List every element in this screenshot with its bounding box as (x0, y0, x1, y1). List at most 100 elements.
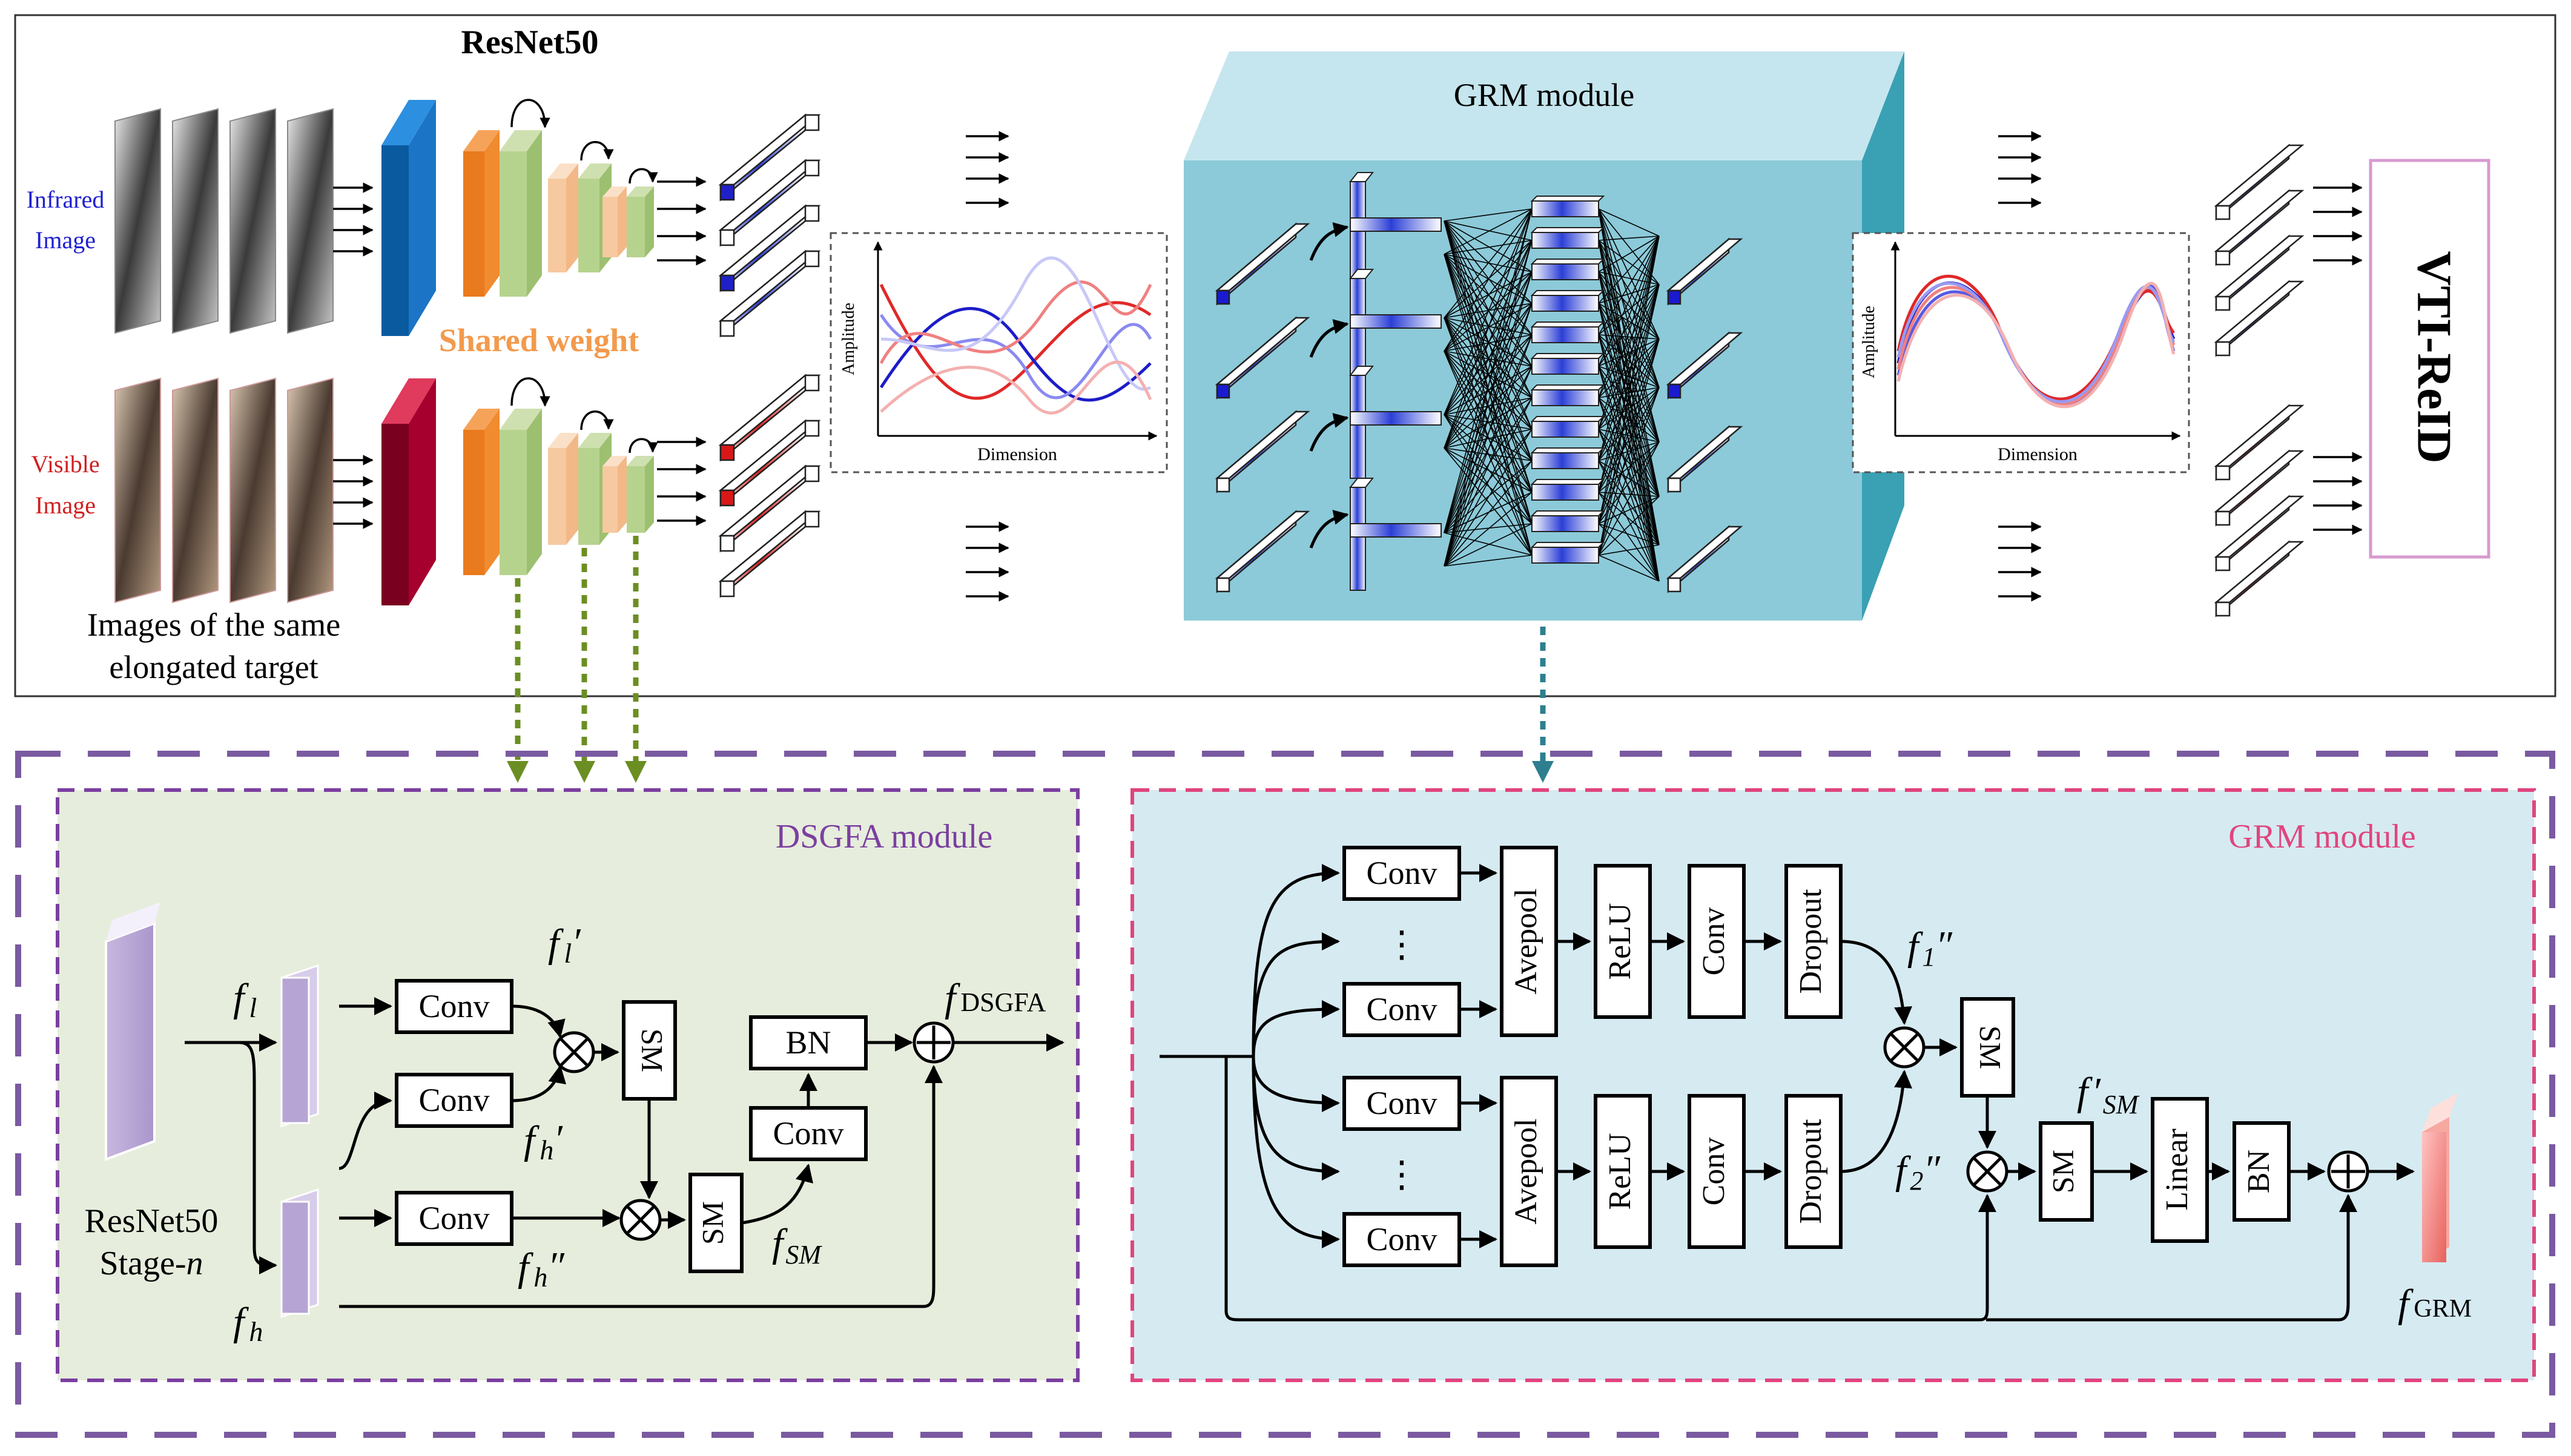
grm-conv-4: Conv (1342, 1212, 1461, 1267)
grm-relu-2: ReLU (1594, 1094, 1652, 1249)
dense-connection (1444, 220, 1533, 241)
dsgfa-module-title: DSGFA module (776, 818, 992, 855)
dense-connection (1598, 284, 1660, 524)
dense-connection (1444, 366, 1533, 567)
dsgfa-bn: BN (749, 1015, 868, 1070)
dense-connection (1598, 236, 1660, 461)
dense-connection (1598, 236, 1660, 493)
dense-connection (1444, 317, 1533, 398)
dsgfa-sm-2: SM (688, 1173, 744, 1273)
input-arrows-visible (333, 455, 374, 529)
dense-connection (1598, 271, 1660, 582)
stage-label-n: n (186, 1245, 203, 1282)
right-plot-ylabel: Amplitude (1860, 306, 1878, 378)
dense-node-bar (1531, 421, 1599, 438)
dense-connection (1444, 317, 1533, 430)
dense-connection (1444, 208, 1533, 318)
svg-text:Conv: Conv (1697, 1138, 1731, 1206)
fh-block (280, 1188, 319, 1319)
visible-image-stack (114, 377, 334, 604)
dense-node-top (1530, 479, 1605, 485)
dense-node-bar (1531, 263, 1599, 280)
svg-text:ReLU: ReLU (1603, 1133, 1637, 1210)
grm-dropout-1: Dropout (1784, 864, 1843, 1019)
dsgfa-multiply-2 (619, 1199, 662, 1241)
dense-connection (1444, 240, 1533, 567)
dsgfa-add (913, 1021, 955, 1064)
dense-connection (1598, 492, 1660, 582)
dense-connection (1444, 271, 1533, 318)
fl-block (280, 964, 319, 1128)
right-plot-xlabel: Dimension (1998, 444, 2078, 464)
grm-middle-bars (1530, 196, 1605, 564)
dense-connection (1598, 338, 1660, 398)
svg-text:Conv: Conv (418, 1200, 489, 1236)
svg-text:Conv: Conv (1366, 991, 1437, 1027)
infrared-label-line2: Image (35, 226, 96, 254)
dense-connection (1444, 447, 1533, 556)
grm-add (2327, 1150, 2369, 1193)
dense-connection (1598, 284, 1660, 556)
svg-text:Conv: Conv (1366, 1085, 1437, 1121)
grm-conv-2: Conv (1342, 982, 1461, 1037)
dense-connection (1444, 397, 1533, 567)
visible-label-line2: Image (35, 492, 96, 519)
dense-connection (1598, 303, 1660, 582)
output-feature-bars-infrared (2214, 143, 2305, 357)
infrared-label-line1: Infrared (27, 186, 105, 213)
dense-connection (1598, 284, 1660, 493)
svg-text:SM: SM (695, 1201, 729, 1245)
dense-connection (1444, 208, 1533, 222)
stage-label-line1: ResNet50 (85, 1202, 219, 1240)
arrow-group-2 (1998, 131, 2042, 602)
dense-connection (1444, 523, 1533, 567)
label-fsm: fSM (772, 1221, 822, 1270)
amplitude-plot-right: Amplitude Dimension (1852, 232, 2190, 473)
dense-connection (1598, 555, 1660, 582)
dense-node-bar (1531, 452, 1599, 469)
dense-node-top (1530, 290, 1605, 296)
dense-connection (1598, 334, 1660, 340)
dense-node-top (1530, 384, 1605, 390)
dense-connection (1598, 441, 1660, 556)
dense-connection (1444, 240, 1533, 449)
grm-conv-5: Conv (1688, 864, 1746, 1019)
dense-node-top (1530, 259, 1605, 265)
dense-connection (1598, 236, 1660, 272)
final-arrows (2313, 182, 2363, 535)
visible-label-line1: Visible (31, 450, 99, 478)
images-caption-line2: elongated target (109, 649, 318, 685)
dense-node-bar (1531, 547, 1599, 564)
dense-node-top (1530, 227, 1605, 233)
grm-sm-2: SM (2039, 1121, 2094, 1222)
grm-relu-1: ReLU (1594, 864, 1652, 1019)
dense-connection (1444, 447, 1533, 461)
dense-connection (1598, 271, 1660, 388)
grm-arrows (1160, 864, 2415, 1322)
feature-bars-visible (718, 374, 821, 598)
dense-connection (1598, 303, 1660, 340)
dense-node-bar (1531, 515, 1599, 532)
grm-multiply-2 (1966, 1150, 2008, 1193)
dense-connection (1598, 496, 1660, 556)
output-feature-bars-visible (2214, 404, 2305, 618)
dense-connection (1444, 555, 1533, 567)
arrow-group-1 (966, 131, 1009, 602)
dense-connection (1598, 429, 1660, 582)
dense-connection (1444, 208, 1533, 533)
dense-connection (1598, 387, 1660, 556)
dsgfa-conv-3: Conv (395, 1191, 513, 1246)
dense-connection (1598, 338, 1660, 367)
dense-node-top (1530, 321, 1605, 328)
dense-node-bar (1531, 484, 1599, 501)
dense-connection (1444, 334, 1533, 567)
dense-connection (1598, 338, 1660, 524)
dense-connection (1444, 397, 1533, 449)
dense-node-top (1530, 196, 1605, 202)
dense-connection (1598, 460, 1660, 582)
svg-text:Dropout: Dropout (1794, 889, 1828, 994)
dense-connection (1444, 303, 1533, 449)
vti-reid-label: VTI-ReID (2408, 251, 2461, 463)
